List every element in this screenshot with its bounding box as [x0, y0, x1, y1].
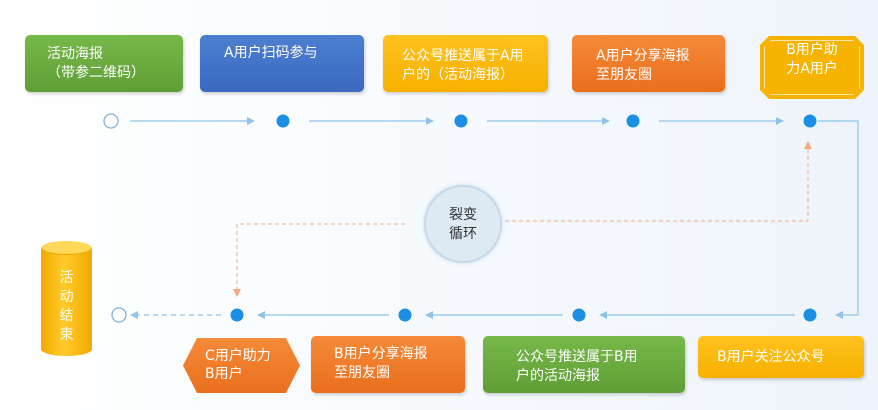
step-push-poster-a-line2: 户的（活动海报）: [402, 67, 514, 83]
step-user-a-share-line1: A用户分享海报: [596, 48, 690, 64]
activity-end-cylinder: 活 动 结 束: [41, 241, 92, 362]
step-push-poster-b: 公众号推送属于B用 户的活动海报: [483, 336, 685, 393]
step-push-poster-b-line1: 公众号推送属于B用: [516, 349, 638, 365]
node-bottom-3: [398, 308, 412, 322]
step-user-a-scan-line1: A用户扫码参与: [224, 45, 318, 61]
node-top-3: [454, 114, 468, 128]
step-user-c-help-line1: C用户助力: [205, 348, 271, 364]
step-user-a-share: A用户分享海报 至朋友圈: [572, 35, 725, 92]
step-poster-qr: 活动海报 （带参二维码）: [25, 35, 183, 92]
step-poster-qr-line1: 活动海报: [47, 46, 103, 62]
node-top-2: [276, 114, 290, 128]
step-user-b-help-line1: B用户助: [786, 42, 838, 58]
step-push-poster-a: 公众号推送属于A用 户的（活动海报）: [383, 35, 548, 92]
step-user-b-follow: B用户关注公众号: [698, 336, 864, 378]
arrow-right-down: [818, 120, 859, 319]
activity-end-char: 活: [59, 270, 74, 286]
step-user-b-follow-line1: B用户关注公众号: [717, 349, 825, 365]
node-top-4: [626, 114, 640, 128]
node-bottom-4: [230, 308, 244, 322]
step-push-poster-a-line1: 公众号推送属于A用: [402, 48, 524, 64]
step-user-b-share-line1: B用户分享海报: [334, 346, 428, 362]
node-top-5: [803, 114, 817, 128]
fission-cycle-line1: 裂变: [449, 207, 477, 223]
activity-end-char: 动: [59, 289, 74, 305]
step-user-a-scan: A用户扫码参与: [200, 35, 364, 92]
fission-cycle-line2: 循环: [449, 226, 477, 242]
step-user-c-help-line2: B用户: [205, 366, 243, 382]
step-push-poster-b-line2: 户的活动海报: [516, 368, 600, 384]
fission-cycle-circle: 裂变 循环: [424, 185, 502, 263]
cylinder-body: [41, 248, 92, 356]
loop-arrow-right: [505, 141, 812, 222]
activity-end-char: 结: [59, 308, 74, 324]
node-end: [111, 307, 127, 323]
step-user-c-help: C用户助力 B用户: [183, 338, 300, 393]
activity-end-char: 束: [59, 327, 74, 343]
cylinder-top: [41, 241, 92, 255]
step-user-b-help-line2: 力A用户: [786, 61, 838, 77]
loop-arrow-left: [233, 223, 405, 297]
node-bottom-1: [803, 308, 817, 322]
ticket-border: [764, 40, 860, 95]
step-user-b-share: B用户分享海报 至朋友圈: [311, 336, 465, 393]
node-bottom-2: [572, 308, 586, 322]
node-start: [103, 113, 119, 129]
step-poster-qr-line2: （带参二维码）: [47, 65, 145, 81]
step-user-b-help: B用户助 力A用户: [760, 36, 864, 99]
step-user-b-share-line2: 至朋友圈: [334, 365, 390, 381]
activity-end-label: 活 动 结 束: [41, 269, 92, 345]
step-user-a-share-line2: 至朋友圈: [596, 67, 652, 83]
